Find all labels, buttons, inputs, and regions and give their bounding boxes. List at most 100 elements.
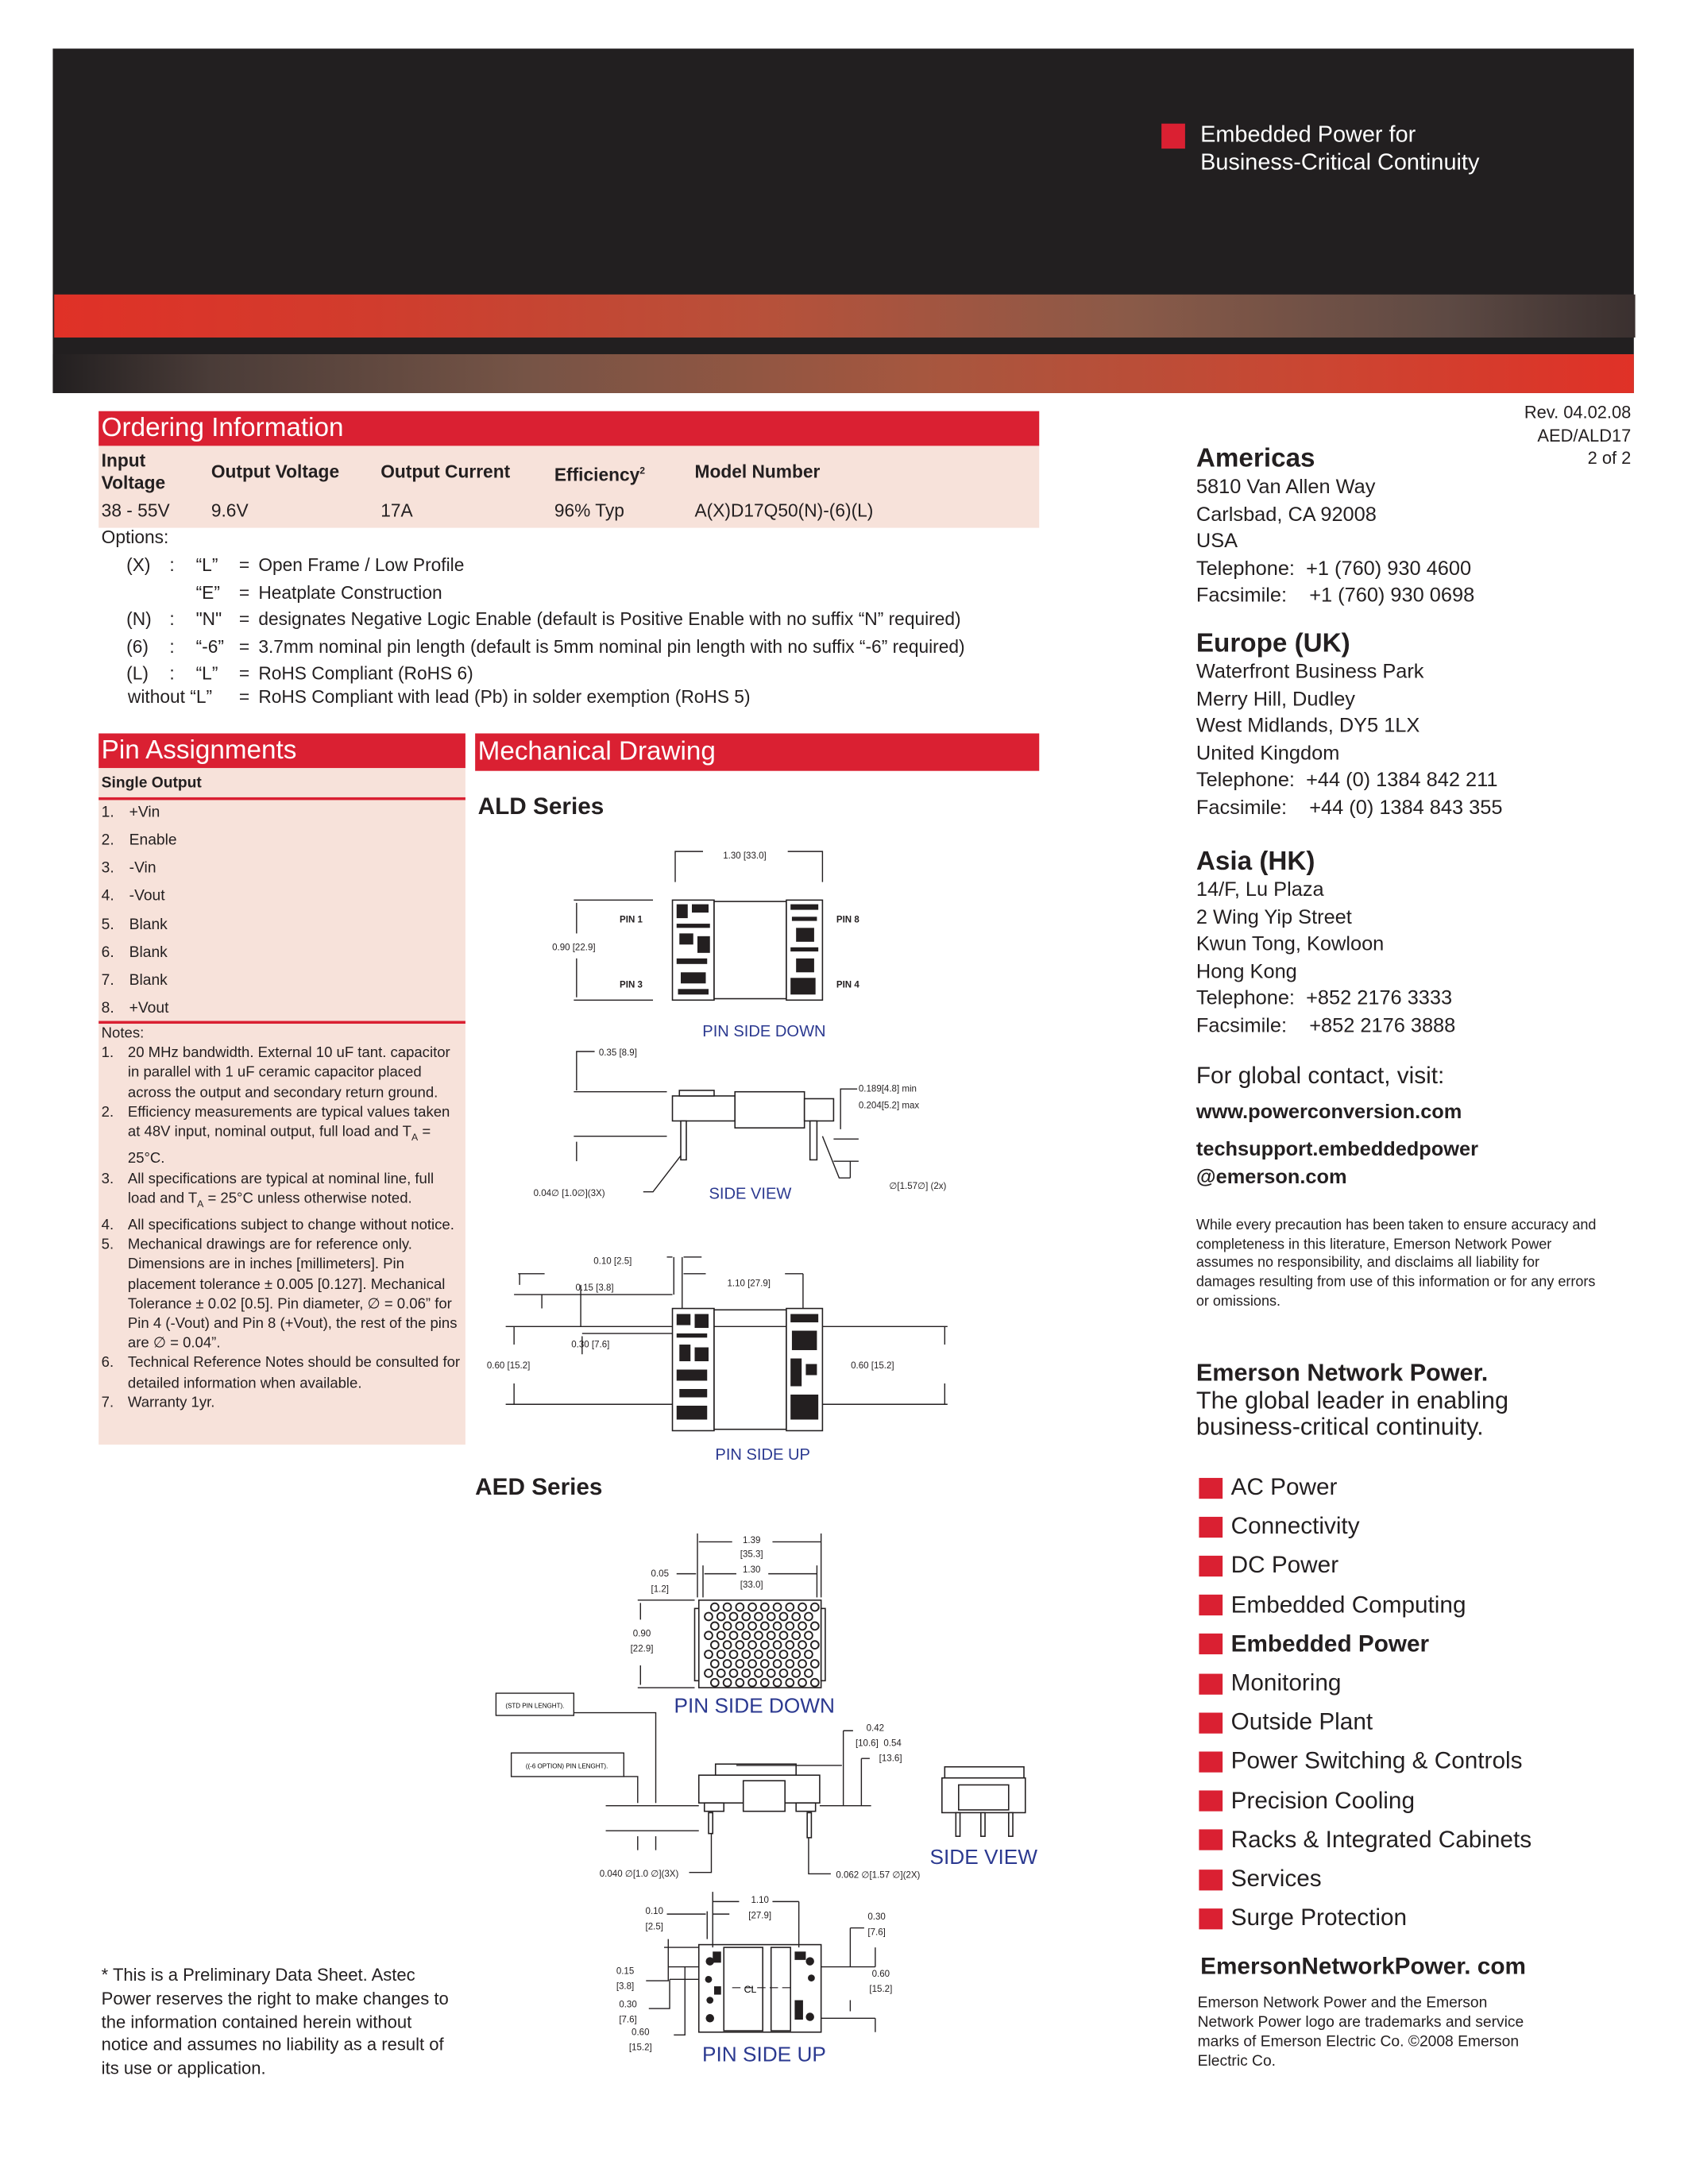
pin-hole: [804, 1650, 813, 1659]
pin-hole: [798, 1677, 807, 1688]
dim-0-60-left-mm: [15.2]: [629, 2043, 652, 2053]
red-square-icon: [1199, 1477, 1223, 1499]
pin-hole: [735, 1659, 745, 1669]
pin-hole: [791, 1668, 802, 1678]
red-square-icon: [1199, 1711, 1223, 1734]
pin-hole: [754, 1668, 763, 1678]
pin-number: 1.: [101, 804, 114, 821]
pin-hole: [716, 1630, 726, 1641]
contact-americas: Americas 5810 Van Allen Way Carlsbad, CA…: [1196, 445, 1474, 611]
note-number: 3.: [101, 1170, 114, 1187]
note-text-body: Mechanical drawings are for reference on…: [127, 1237, 458, 1352]
pin-hole: [716, 1668, 726, 1678]
pin-hole: [728, 1650, 739, 1659]
business-list-item[interactable]: Racks & Integrated Cabinets: [1199, 1821, 1532, 1860]
note-item: 5. Mechanical drawings are for reference …: [102, 1235, 465, 1353]
ald-pin-side-down: 1.30 [33.0] 0.90 [22.9] PIN 1 PIN 3 PIN …: [552, 851, 859, 1040]
pin-hole: [798, 1621, 807, 1631]
dim-0-15: 0.15 [3.8]: [576, 1283, 614, 1293]
business-list-label: Embedded Power: [1230, 1630, 1430, 1657]
note-item: 7.Warranty 1yr.: [102, 1393, 465, 1413]
pin-hole: [710, 1659, 720, 1669]
option-equals: =: [238, 662, 250, 684]
pin-grid: [704, 1602, 820, 1688]
dim-height: 0.90 [22.9]: [552, 943, 596, 952]
pin-hole: [778, 1630, 789, 1641]
business-list-item[interactable]: Embedded Power: [1199, 1625, 1429, 1664]
footer-website[interactable]: EmersonNetworkPower. com: [1200, 1953, 1526, 1980]
pin-hole: [772, 1677, 782, 1688]
note-text: All specifications subject to change wit…: [128, 1215, 465, 1235]
dim-1-30: 1.30: [743, 1565, 760, 1575]
business-list-item[interactable]: Connectivity: [1199, 1507, 1360, 1546]
option-description: Heatplate Construction: [258, 581, 442, 604]
dim-1-39-mm: [35.3]: [740, 1550, 763, 1560]
pin-label: -Vout: [129, 888, 165, 905]
pin-hole: [785, 1602, 795, 1612]
pin-hole: [766, 1630, 776, 1641]
pin-hole: [741, 1611, 751, 1622]
slogan-line1: The global leader in enabling: [1196, 1385, 1508, 1414]
pin-hole: [759, 1659, 770, 1669]
business-list-item[interactable]: Services: [1199, 1860, 1322, 1899]
business-list-item[interactable]: AC Power: [1199, 1468, 1337, 1507]
cell-output-current: 17A: [380, 500, 413, 521]
divider: [98, 797, 465, 801]
std-pin-length-label: (STD PIN LENGHT).: [505, 1702, 564, 1709]
red-square-icon: [1199, 1673, 1223, 1694]
pin-hole: [772, 1659, 782, 1669]
option-equals: =: [238, 636, 250, 658]
pin-hole: [735, 1602, 745, 1612]
pin-hole: [716, 1611, 726, 1622]
dim-1-30-mm: [33.0]: [740, 1580, 763, 1590]
website-link[interactable]: www.powerconversion.com: [1196, 1101, 1462, 1124]
pin-hole: [735, 1640, 745, 1650]
business-list-item[interactable]: DC Power: [1199, 1546, 1338, 1585]
note-number: 5.: [101, 1237, 114, 1254]
pin-hole: [722, 1621, 732, 1631]
brand-statement: Emerson Network Power. The global leader…: [1196, 1359, 1508, 1441]
dim-pin-diameter: 0.04∅ [1.0∅](3X): [534, 1189, 605, 1198]
note-text: All specifications are typical at nomina…: [128, 1169, 465, 1216]
address-line: Waterfront Business Park: [1196, 661, 1424, 684]
dim-pin-length-max: 0.204[5.2] max: [859, 1102, 920, 1111]
pin-number: 3.: [101, 860, 114, 878]
note-item: 3. All specifications are typical at nomi…: [102, 1169, 465, 1216]
option-key: (X): [126, 554, 151, 576]
business-list-item[interactable]: Precision Cooling: [1199, 1781, 1415, 1820]
address-line: 5810 Van Allen Way: [1196, 476, 1376, 499]
option-key: (L): [126, 662, 149, 684]
business-list-item[interactable]: Surge Protection: [1199, 1899, 1407, 1938]
pin-assignments-title: Pin Assignments: [98, 733, 465, 769]
option-code: “E”: [195, 581, 220, 604]
dim-0-30-mm: [7.6]: [619, 2016, 636, 2025]
region-title: Americas: [1196, 444, 1315, 474]
support-email-link[interactable]: techsupport.embeddedpower @emerson.com: [1196, 1137, 1478, 1191]
business-list-item[interactable]: Embedded Computing: [1199, 1586, 1466, 1625]
footnote-ref: 2: [639, 466, 646, 477]
address-line: Hong Kong: [1196, 960, 1297, 983]
pin-hole: [741, 1668, 751, 1678]
tagline-line1: Embedded Power for: [1200, 122, 1416, 148]
pin1-label: PIN 1: [620, 915, 643, 924]
pin-side-up-caption: PIN SIDE UP: [702, 2043, 826, 2066]
business-list-item[interactable]: Power Switching & Controls: [1199, 1742, 1522, 1781]
dim-0-30: 0.30 [7.6]: [571, 1341, 609, 1350]
dim-pin-diameter-3x: 0.040 ∅[1.0 ∅](3X): [600, 1870, 679, 1879]
pin3-label: PIN 3: [620, 981, 643, 990]
pin-hole: [722, 1640, 732, 1650]
pin-hole: [809, 1621, 820, 1631]
notes: Notes: 1.20 MHz bandwidth. External 10 u…: [102, 1024, 465, 1413]
email-line1: techsupport.embeddedpower: [1196, 1139, 1478, 1162]
pin8-label: PIN 8: [836, 915, 859, 924]
pin-hole: [759, 1621, 770, 1631]
col-efficiency: Efficiency2: [554, 461, 645, 487]
business-list-item[interactable]: Monitoring: [1199, 1664, 1341, 1703]
business-list-item[interactable]: Outside Plant: [1199, 1704, 1373, 1742]
pin-hole: [798, 1659, 807, 1669]
region-title: Europe (UK): [1196, 629, 1350, 659]
note-number: 7.: [101, 1394, 114, 1411]
pin-hole: [766, 1611, 776, 1622]
pin-hole: [704, 1611, 713, 1622]
